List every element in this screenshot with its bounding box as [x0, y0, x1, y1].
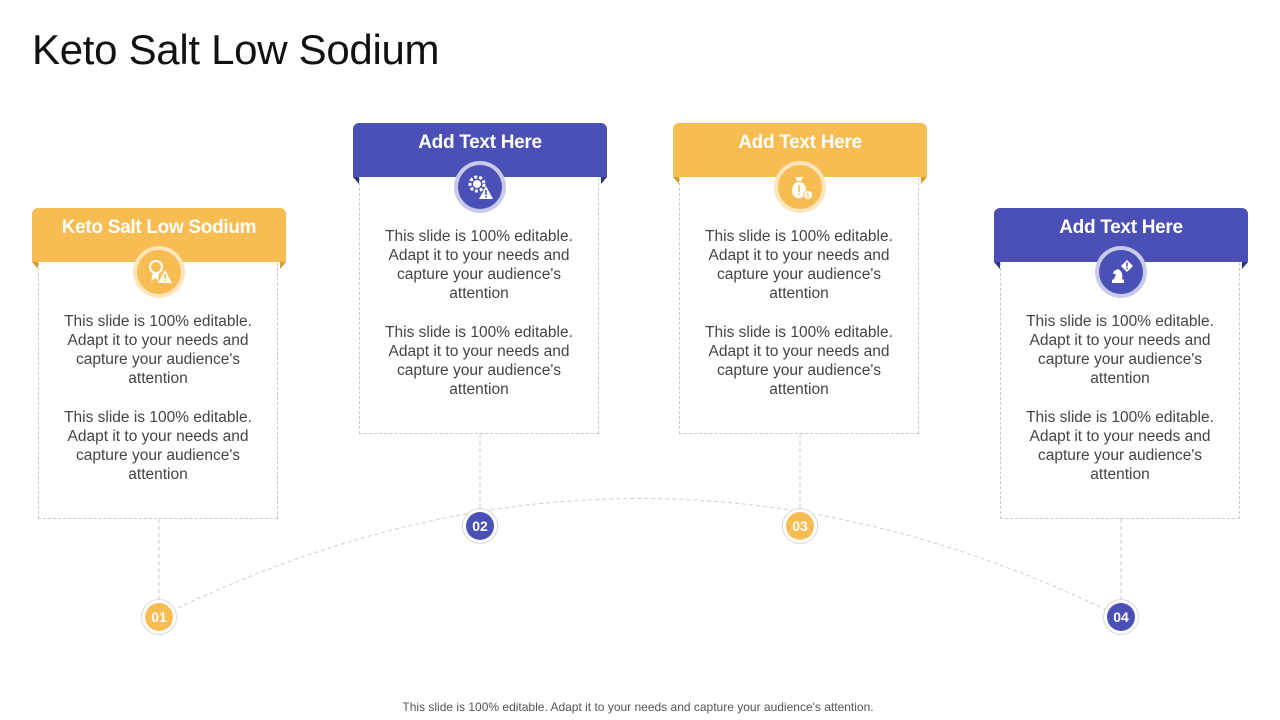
card-header-label: Add Text Here — [738, 132, 862, 153]
icon-ring — [454, 161, 506, 213]
card-paragraph: This slide is 100% editable. Adapt it to… — [1026, 409, 1214, 483]
step-number: 01 — [145, 603, 173, 631]
card-paragraph: This slide is 100% editable. Adapt it to… — [1026, 313, 1214, 387]
gear-warning-icon — [458, 165, 502, 209]
timeline-arc — [158, 498, 1122, 618]
card-header-label: Add Text Here — [1059, 217, 1183, 238]
card-paragraph: This slide is 100% editable. Adapt it to… — [705, 228, 893, 302]
step-number: 04 — [1107, 603, 1135, 631]
card-paragraph: This slide is 100% editable. Adapt it to… — [64, 313, 252, 387]
ribbon-fold — [280, 262, 286, 269]
step-node-2: 02 — [462, 508, 498, 544]
ribbon-fold — [601, 177, 607, 184]
ribbon-fold — [994, 262, 1000, 269]
step-node-1: 01 — [141, 599, 177, 635]
footer-note: This slide is 100% editable. Adapt it to… — [402, 700, 874, 714]
card-paragraph: This slide is 100% editable. Adapt it to… — [385, 324, 573, 398]
step-node-3: 03 — [782, 508, 818, 544]
ribbon-fold — [1242, 262, 1248, 269]
icon-ring: $ — [774, 161, 826, 213]
card-paragraph: This slide is 100% editable. Adapt it to… — [385, 228, 573, 302]
card-header-label: Keto Salt Low Sodium — [61, 217, 257, 238]
step-number: 03 — [786, 512, 814, 540]
icon-ring — [133, 246, 185, 298]
step-node-4: 04 — [1103, 599, 1139, 635]
card-paragraph: This slide is 100% editable. Adapt it to… — [705, 324, 893, 398]
award-warning-icon — [137, 250, 181, 294]
ribbon-fold — [32, 262, 38, 269]
ribbon-fold — [921, 177, 927, 184]
ribbon-fold — [673, 177, 679, 184]
chess-knight-alert-icon — [1099, 250, 1143, 294]
step-number: 02 — [466, 512, 494, 540]
ribbon-fold — [353, 177, 359, 184]
icon-ring — [1095, 246, 1147, 298]
svg-text:$: $ — [806, 192, 810, 200]
page-title: Keto Salt Low Sodium — [32, 26, 440, 73]
card-header-label: Add Text Here — [418, 132, 542, 153]
money-bag-alert-icon: $ — [778, 165, 822, 209]
card-body: This slide is 100% editable. Adapt it to… — [38, 248, 278, 519]
card-paragraph: This slide is 100% editable. Adapt it to… — [64, 409, 252, 483]
